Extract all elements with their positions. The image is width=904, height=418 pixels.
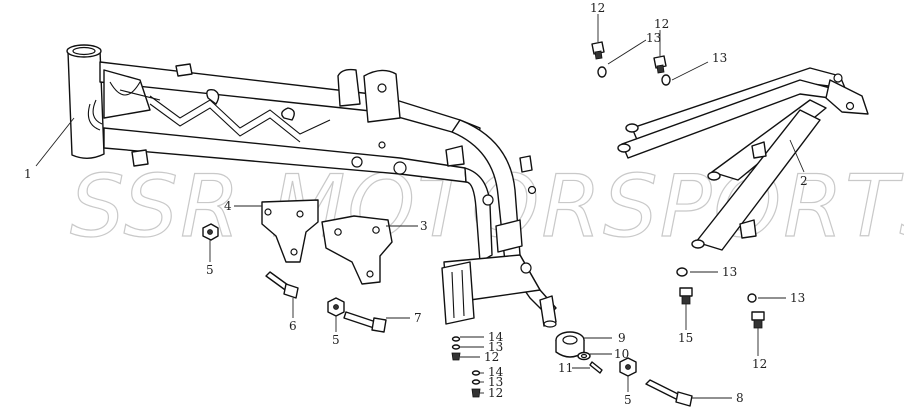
callout-12-stack-upper: 12 <box>484 350 499 364</box>
callout-12-top-right: 12 <box>654 17 669 31</box>
callout-14-stack-lower: 14 <box>488 365 504 379</box>
nut-part-5-left <box>202 223 219 241</box>
callout-13-stack-lower: 13 <box>488 375 503 389</box>
callout-14-stack-upper: 14 <box>488 330 504 344</box>
callout-12-right: 12 <box>752 357 767 371</box>
bolt-part-6 <box>265 271 299 299</box>
callout-labels: 1 2 3 4 5 5 5 6 7 8 9 10 11 12 12 12 12 … <box>24 1 808 407</box>
callout-6: 6 <box>289 319 297 333</box>
washer-part-13-right-b <box>747 293 757 303</box>
bolt-part-8 <box>645 379 693 407</box>
callout-7: 7 <box>414 311 422 325</box>
nut-part-5-right <box>619 357 637 377</box>
hardware-stack-upper <box>451 336 461 361</box>
callout-5-mid: 5 <box>332 333 340 347</box>
callout-5-left: 5 <box>206 263 214 277</box>
callout-13-top-right: 13 <box>712 51 727 65</box>
callout-12-top-left: 12 <box>590 1 605 15</box>
callout-13-right-a: 13 <box>722 265 737 279</box>
callout-11: 11 <box>558 361 573 375</box>
main-frame <box>66 44 557 328</box>
rear-subframe <box>617 67 869 251</box>
washer-part-10 <box>577 351 591 361</box>
washer-part-13-top-left <box>597 66 607 78</box>
leader-lines <box>35 14 805 399</box>
bolt-part-15 <box>679 287 693 305</box>
hardware-stack-lower <box>471 370 481 398</box>
callout-13-top-left: 13 <box>646 31 661 45</box>
bolt-part-12-top-left <box>591 41 605 60</box>
bolt-part-12-right <box>751 311 765 329</box>
callout-13-right-b: 13 <box>790 291 805 305</box>
bracket-part-4 <box>261 199 319 263</box>
callout-2: 2 <box>800 174 808 188</box>
washer-part-13-right-a <box>676 267 688 277</box>
callout-9: 9 <box>618 331 626 345</box>
screw-part-11 <box>589 361 603 374</box>
bracket-part-3 <box>321 215 393 285</box>
bolt-part-12-top-right <box>653 55 667 74</box>
callout-8: 8 <box>736 391 744 405</box>
callout-13-stack-upper: 13 <box>488 340 503 354</box>
callout-15: 15 <box>678 331 693 345</box>
bolt-part-7 <box>343 311 387 333</box>
callout-1: 1 <box>24 167 32 181</box>
callout-3: 3 <box>420 219 428 233</box>
nut-part-5-mid <box>327 297 345 317</box>
callout-4: 4 <box>224 199 232 213</box>
washer-part-13-top-right <box>661 74 671 86</box>
callout-12-stack-lower: 12 <box>488 386 503 400</box>
callout-5-right: 5 <box>624 393 632 407</box>
callout-10: 10 <box>614 347 629 361</box>
